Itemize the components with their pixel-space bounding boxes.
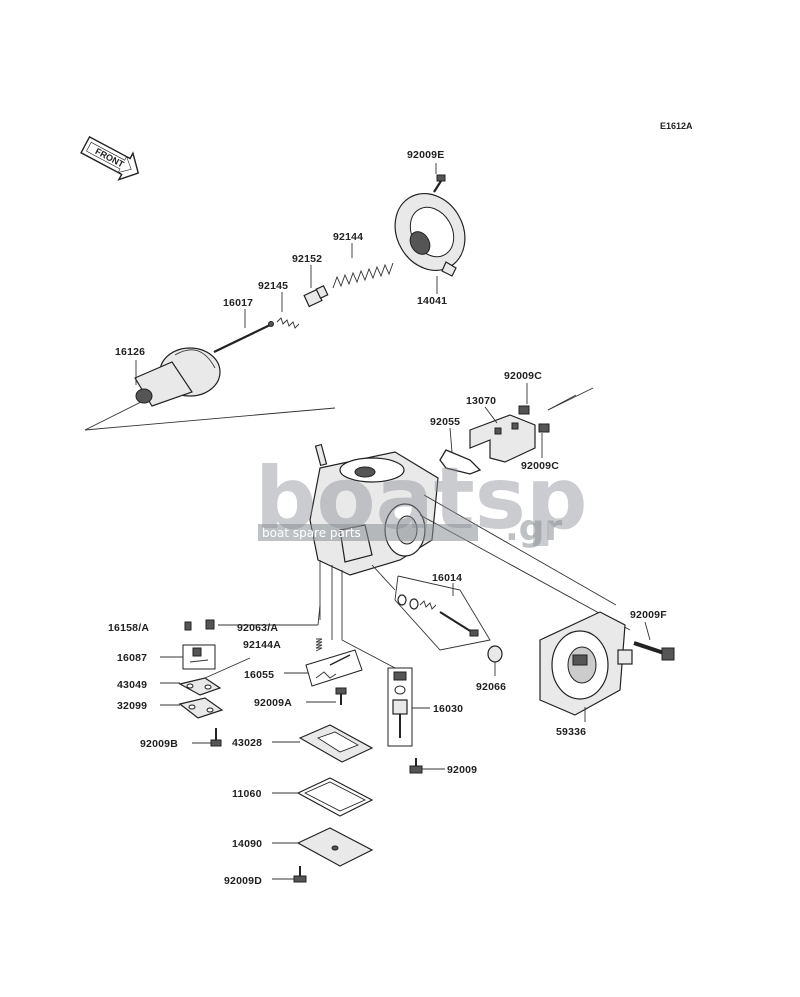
front-arrow-icon: FRONT — [80, 135, 140, 181]
part-label-16158A: 16158/A — [108, 622, 149, 634]
screw-part-icon — [293, 866, 307, 883]
part-label-92055: 92055 — [430, 416, 460, 428]
part-label-92009D: 92009D — [224, 875, 262, 887]
screw-part-icon — [409, 758, 423, 774]
part-label-43028: 43028 — [232, 737, 262, 749]
plug-part-icon — [487, 645, 503, 663]
bolt-part-icon — [633, 641, 675, 661]
jet-needle-part-icon — [213, 324, 271, 353]
part-label-92145: 92145 — [258, 280, 288, 292]
carburetor-cover-part-icon — [394, 193, 466, 277]
jet-set-part-icon — [387, 667, 413, 747]
diaphragm-part-icon — [134, 347, 221, 407]
part-label-92009E: 92009E — [407, 149, 444, 161]
small-screw-part-icon — [184, 619, 215, 631]
part-label-13070: 13070 — [466, 395, 496, 407]
part-label-16087: 16087 — [117, 652, 147, 664]
pump-cover-part-icon — [539, 611, 633, 716]
leader-line — [317, 604, 321, 626]
bracket-part-icon — [469, 414, 536, 463]
part-label-92152: 92152 — [292, 253, 322, 265]
watermark-logo: boatsp .gr boat spare parts — [255, 449, 588, 549]
gasket-part-icon — [298, 724, 374, 763]
guide-line — [84, 407, 336, 431]
part-label-11060: 11060 — [232, 788, 262, 800]
part-label-59336: 59336 — [556, 726, 586, 738]
part-label-43049: 43049 — [117, 679, 147, 691]
small-spring-part-icon — [276, 317, 300, 329]
bolt-part-icon — [518, 405, 550, 433]
part-label-92009: 92009 — [447, 764, 477, 776]
leader-line — [644, 621, 651, 641]
part-label-14090: 14090 — [232, 838, 262, 850]
needle-clip-icon — [268, 321, 274, 327]
part-label-92063A: 92063/A — [237, 622, 278, 634]
part-label-16126: 16126 — [115, 346, 145, 358]
part-label-14041: 14041 — [417, 295, 447, 307]
part-label-92066: 92066 — [476, 681, 506, 693]
part-label-16030: 16030 — [433, 703, 463, 715]
guide-line — [341, 639, 396, 669]
needle-valve-set-part-icon — [394, 575, 491, 651]
gasket-part-icon — [296, 777, 374, 817]
spring-seat-part-icon — [303, 284, 329, 308]
leader-line — [449, 427, 453, 453]
guide-line — [547, 394, 577, 411]
diaphragm-cover-part-icon — [296, 827, 374, 867]
watermark-suffix: .gr — [505, 508, 562, 549]
part-label-92144A: 92144A — [243, 639, 281, 651]
parts-kit-part-icon — [305, 649, 363, 687]
gasket-part-icon — [178, 677, 222, 696]
leader-line — [484, 406, 498, 424]
part-label-92009A: 92009A — [254, 697, 292, 709]
part-label-32099: 32099 — [117, 700, 147, 712]
plate-part-icon — [178, 697, 224, 719]
guide-line — [423, 494, 617, 606]
screw-part-icon — [433, 174, 446, 193]
watermark-tagline: boat spare parts — [262, 526, 361, 540]
part-label-16017: 16017 — [223, 297, 253, 309]
spring-part-icon — [332, 262, 394, 289]
part-label-92009C-bottom: 92009C — [521, 460, 559, 472]
diagram-code: E1612A — [660, 121, 693, 131]
screw-part-icon — [210, 728, 222, 747]
part-label-16014: 16014 — [432, 572, 462, 584]
spring-part-icon — [315, 638, 323, 652]
part-label-92144: 92144 — [333, 231, 363, 243]
screw-part-icon — [335, 687, 347, 705]
part-label-92009F: 92009F — [630, 609, 667, 621]
guide-line — [371, 564, 396, 591]
part-label-92009C-top: 92009C — [504, 370, 542, 382]
gasket-part-icon — [439, 449, 482, 475]
leader-line — [204, 657, 251, 679]
part-label-92009B: 92009B — [140, 738, 178, 750]
part-label-16055: 16055 — [244, 669, 274, 681]
parts-kit-part-icon — [182, 644, 216, 670]
